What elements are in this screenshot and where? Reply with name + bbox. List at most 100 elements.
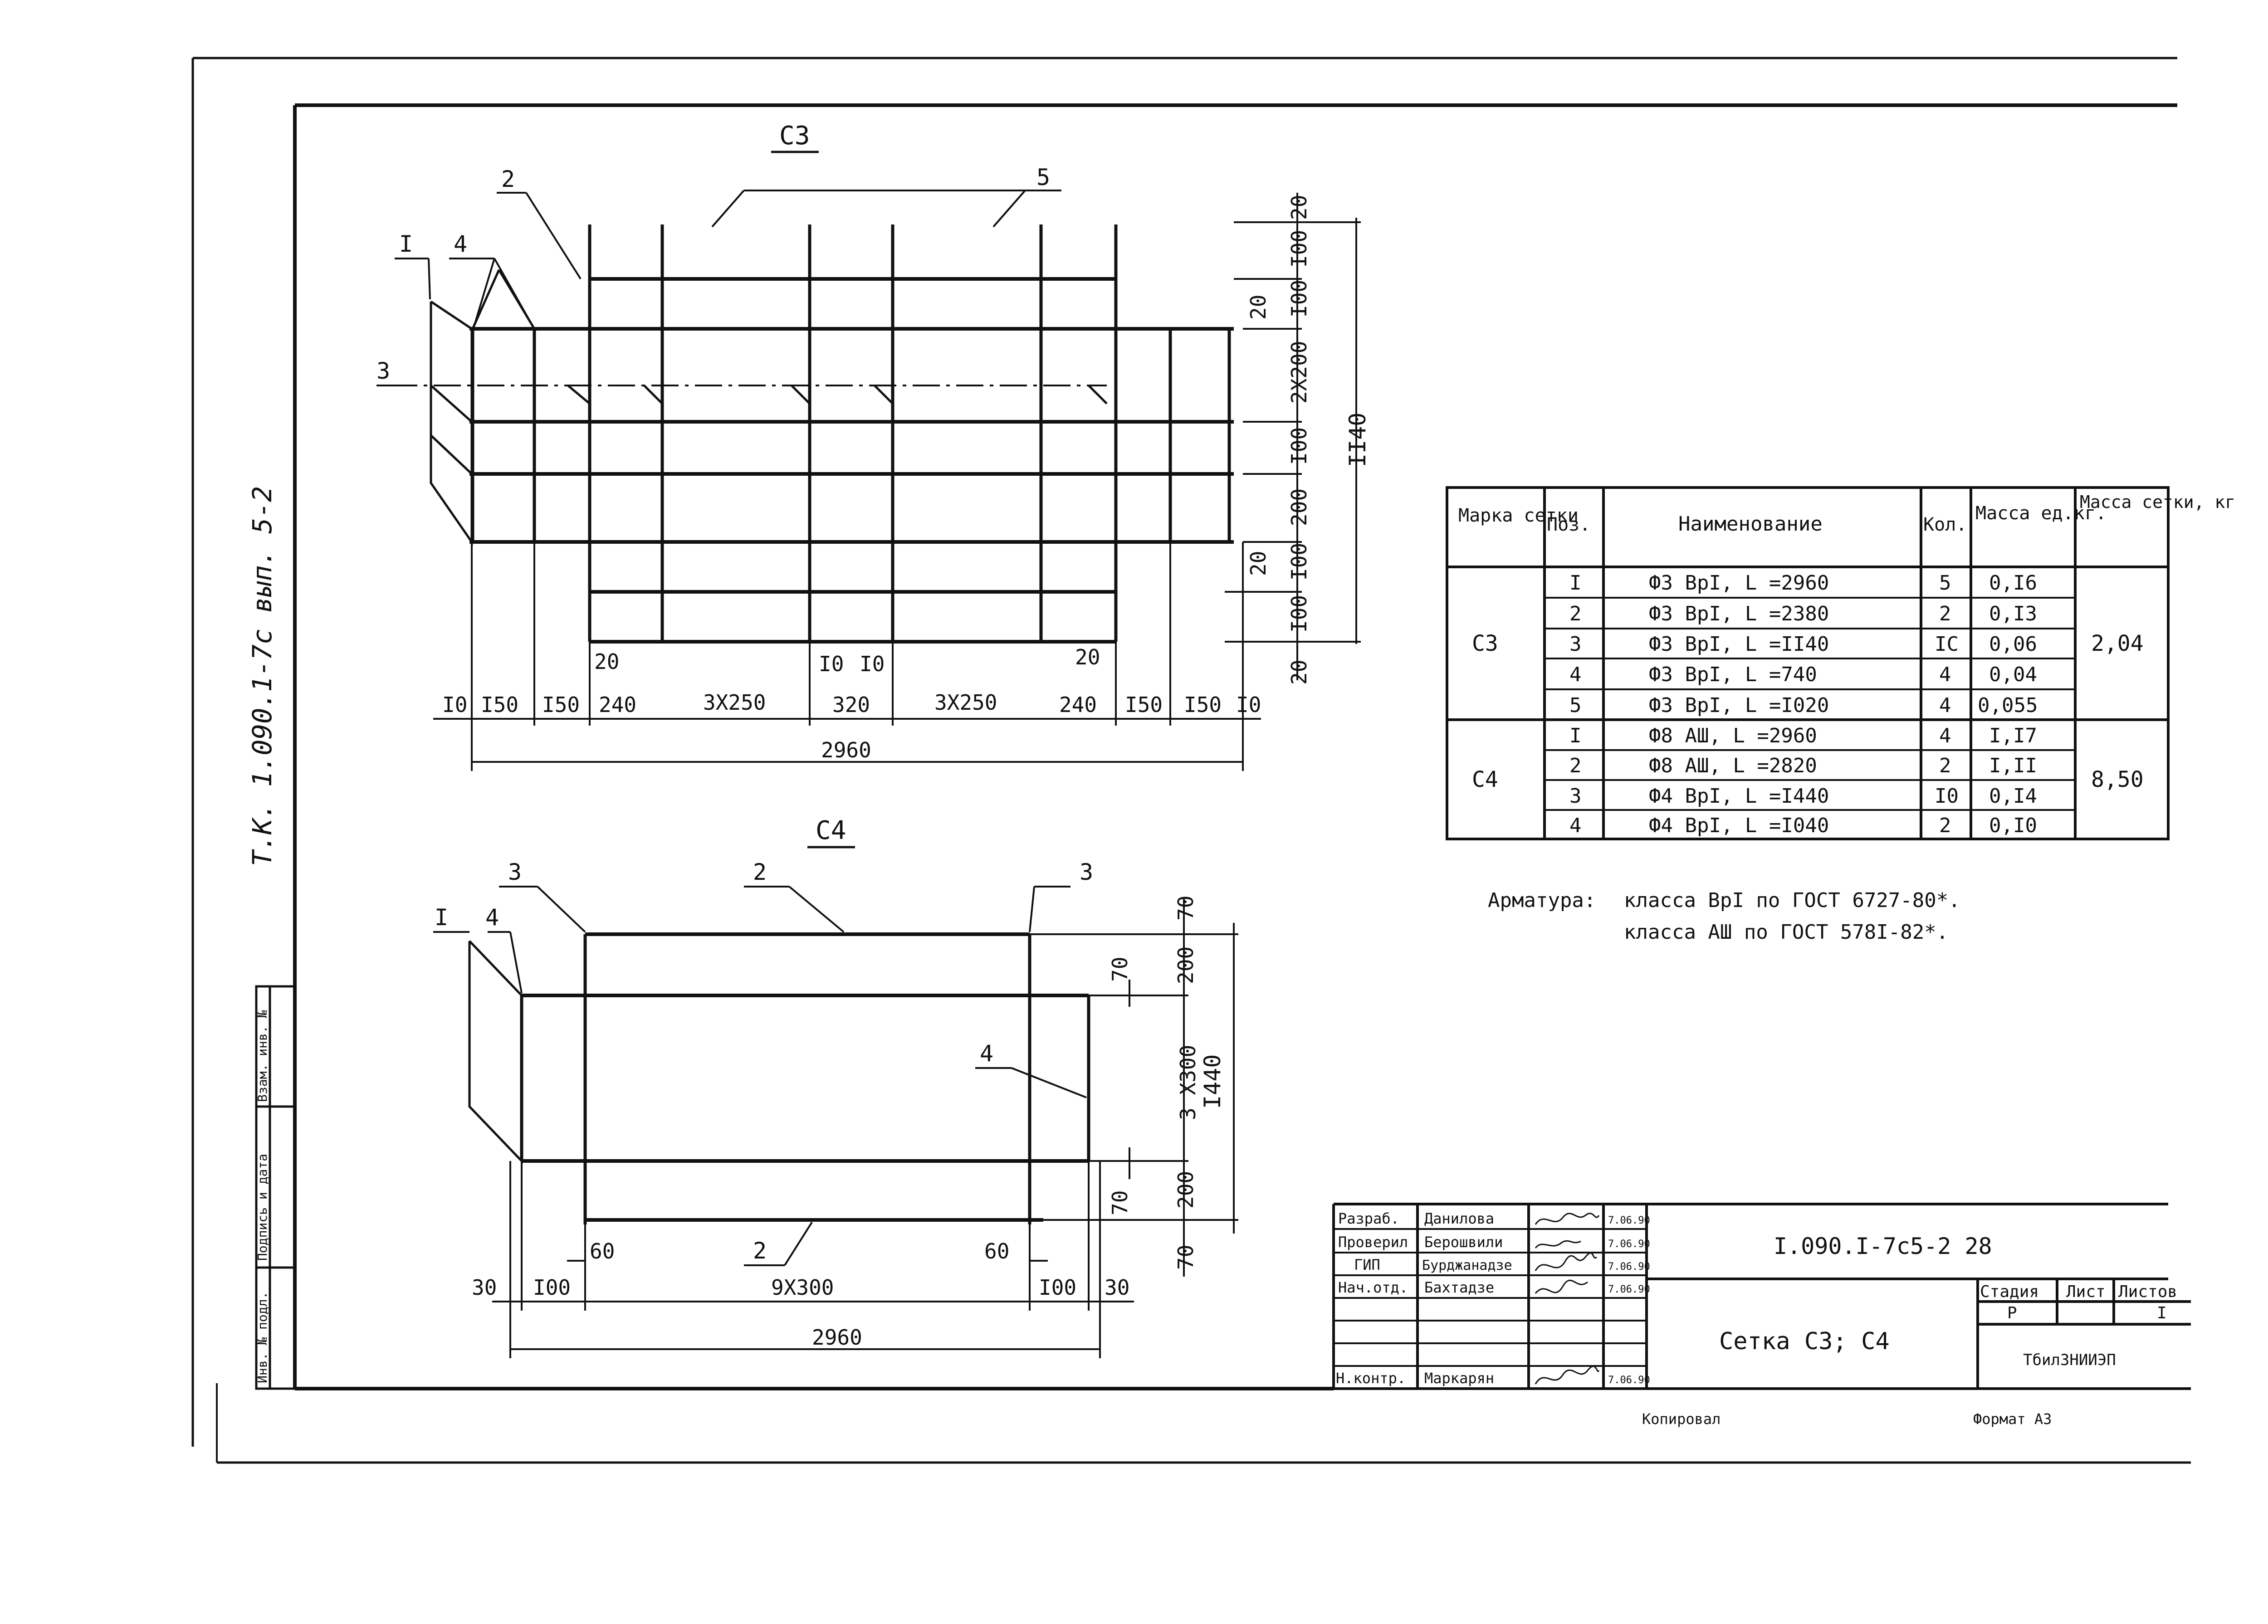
tb-name-6: Маркарян xyxy=(1424,1370,1494,1387)
c3-dim-v-2: I00 xyxy=(1287,280,1311,317)
spec-c3-r2-mass: 0,06 xyxy=(1989,633,2037,656)
c4-dim-h-1: I00 xyxy=(533,1275,571,1300)
tb-role-2: ГИП xyxy=(1354,1256,1380,1273)
spec-c4-r0-pos: I xyxy=(1569,724,1582,747)
title-block xyxy=(1332,1203,2191,1390)
c4-horizontal-dim-lines xyxy=(492,1161,1134,1358)
c4-callout-4-left: 4 xyxy=(485,904,499,931)
c3-dim-h-6: 3X250 xyxy=(934,690,997,715)
spec-c4-r1-qty: 2 xyxy=(1939,754,1951,777)
c3-dim-v-8: 20 xyxy=(1287,660,1311,685)
tb-copied: Копировал xyxy=(1642,1410,1721,1428)
c3-total-width: 2960 xyxy=(821,738,871,762)
spec-c3-r4-name: Ф3 ВрI, L =I020 xyxy=(1649,694,1829,717)
spec-c3-r1-mass: 0,I3 xyxy=(1989,602,2037,625)
c3-dim-h-7: 240 xyxy=(1059,693,1097,717)
c3-transverse-bars xyxy=(471,224,1231,642)
c3-dim-h-2: I50 xyxy=(542,693,580,717)
c4-total-width: 2960 xyxy=(812,1325,862,1350)
c3-dim-h-4: 3X250 xyxy=(703,690,766,715)
spec-header-total: Масса сетки, кг xyxy=(2080,492,2235,512)
c3-dim-h-0: I0 xyxy=(442,693,467,717)
spec-c3-r1-pos: 2 xyxy=(1569,602,1582,625)
c3-callouts xyxy=(376,190,1061,386)
tb-sheet-header: Лист xyxy=(2066,1283,2106,1301)
spec-c3-r3-mass: 0,04 xyxy=(1989,663,2037,686)
c4-dim-small-60-right: 60 xyxy=(984,1239,1009,1263)
c4-callouts xyxy=(433,886,1087,1266)
c3-dim-h-3: 240 xyxy=(599,693,636,717)
c4-dim-h-4: 30 xyxy=(1105,1275,1129,1300)
c4-dim-inner-70-bottom: 70 xyxy=(1108,1190,1132,1215)
spec-c3-r0-mass: 0,I6 xyxy=(1989,571,2037,595)
spec-c3-r3-pos: 4 xyxy=(1569,663,1582,686)
spec-c3-r4-qty: 4 xyxy=(1939,694,1951,717)
c4-vertical-dim-lines xyxy=(1030,898,1238,1277)
tb-date-3: 7.06.90 xyxy=(1608,1284,1650,1295)
tb-doc-code: I.090.I-7с5-2 28 xyxy=(1774,1233,1992,1259)
spec-c3-r0-name: Ф3 ВрI, L =2960 xyxy=(1649,571,1829,595)
spec-header-name: Наименование xyxy=(1678,512,1823,536)
spec-c4-r3-name: Ф4 ВрI, L =I040 xyxy=(1649,814,1829,837)
c3-longitudinal-bars xyxy=(469,277,1234,644)
notes-line-2: класса АШ по ГОСТ 578I-82*. xyxy=(1624,921,1948,944)
spec-c3-r1-qty: 2 xyxy=(1939,602,1951,625)
c4-end-bars xyxy=(468,940,523,1164)
c4-dim-h-0: 30 xyxy=(472,1275,497,1300)
c3-dim-v-5: 200 xyxy=(1287,488,1311,526)
spec-c4-r0-name: Ф8 АШ, L =2960 xyxy=(1649,724,1817,747)
spec-header-mark: Марка сетки xyxy=(1458,505,1579,526)
spec-header-mass: Масса ед.кг. xyxy=(1975,503,2107,524)
title-block-rows xyxy=(1334,1228,1647,1367)
spec-c3-r3-name: Ф3 ВрI, L =740 xyxy=(1649,663,1817,686)
spec-c4-r3-qty: 2 xyxy=(1939,814,1951,837)
c4-dim-v-2: 3 X300 xyxy=(1176,1045,1200,1120)
spec-c4-r2-name: Ф4 ВрI, L =I440 xyxy=(1649,785,1829,808)
tb-date-2: 7.06.90 xyxy=(1608,1261,1650,1273)
spec-mark-c3: С3 xyxy=(1472,631,1498,656)
tb-date-1: 7.06.90 xyxy=(1608,1239,1650,1250)
stamp-label-replace: Взам. инв. № xyxy=(255,1010,270,1102)
notes-line-1: класса ВрI по ГОСТ 6727-80*. xyxy=(1624,889,1960,912)
c4-callout-3-left: 3 xyxy=(508,859,522,885)
c3-dim-h-5: 320 xyxy=(832,693,870,717)
spec-header-pos: Поз. xyxy=(1547,514,1590,535)
c4-dim-small-60-left: 60 xyxy=(590,1239,615,1263)
spec-c4-r0-qty: 4 xyxy=(1939,724,1951,747)
c3-dim-inner-20-top: 20 xyxy=(1246,295,1271,320)
left-stamp xyxy=(255,985,296,1390)
tb-sheets-header: Листов xyxy=(2118,1283,2177,1301)
tb-stage-header: Стадия xyxy=(1980,1283,2039,1301)
c3-end-bars xyxy=(430,269,1108,546)
spec-c3-r0-qty: 5 xyxy=(1939,571,1951,595)
c3-dim-v-0: 20 xyxy=(1287,195,1311,220)
c4-total-height: I440 xyxy=(1199,1054,1226,1109)
spec-c3-r4-pos: 5 xyxy=(1569,694,1582,717)
tb-format: Формат А3 xyxy=(1973,1410,2052,1428)
spec-c3-r2-name: Ф3 ВрI, L =II40 xyxy=(1649,633,1829,656)
stamp-label-sign: Подпись и дата xyxy=(255,1154,270,1261)
c4-dim-h-3: I00 xyxy=(1039,1275,1076,1300)
c4-callout-1: I xyxy=(435,904,448,931)
c3-dim-h-8: I50 xyxy=(1125,693,1163,717)
tb-role-6: Н.контр. xyxy=(1336,1370,1406,1387)
c3-vertical-dim-lines xyxy=(1225,193,1361,680)
c4-dim-v-3: 200 xyxy=(1173,1171,1198,1209)
c3-drawing: С3 xyxy=(376,121,1371,771)
c3-dim-v-3: 2X200 xyxy=(1287,341,1311,404)
c3-dim-h-1: I50 xyxy=(481,693,518,717)
c4-dim-v-1: 200 xyxy=(1173,946,1198,984)
notes-label: Арматура: xyxy=(1488,889,1596,912)
c4-callout-4-right: 4 xyxy=(980,1040,993,1067)
tb-role-3: Нач.отд. xyxy=(1338,1279,1408,1296)
c3-dim-v-4: I00 xyxy=(1287,427,1311,465)
spec-total-c4: 8,50 xyxy=(2091,767,2144,792)
c3-title: С3 xyxy=(779,121,810,151)
spec-table-row-lines xyxy=(1545,597,2075,811)
tb-date-6: 7.06.90 xyxy=(1608,1375,1650,1386)
spec-c4-r2-pos: 3 xyxy=(1569,785,1582,808)
spec-c3-r2-qty: IC xyxy=(1935,633,1959,656)
c3-dim-v-1: I00 xyxy=(1287,230,1311,268)
tb-org: ТбилЗНИИЭП xyxy=(2023,1351,2116,1369)
